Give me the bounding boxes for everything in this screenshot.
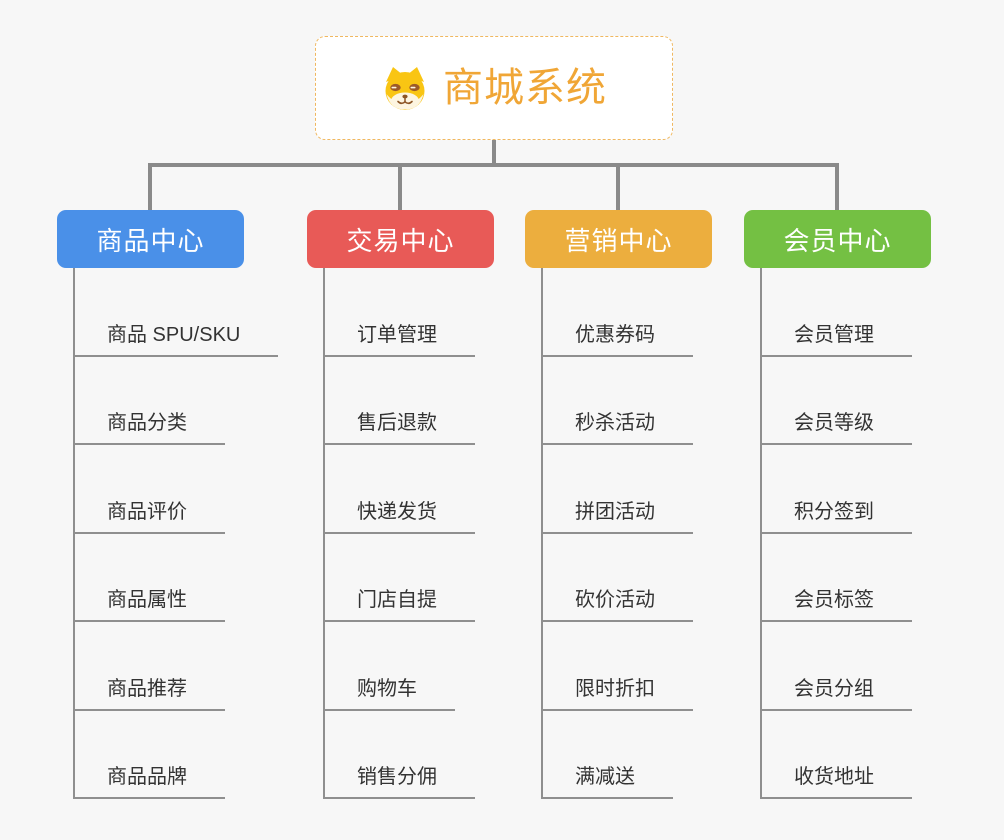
branch-spine: [541, 268, 543, 799]
branch-spine: [73, 268, 75, 799]
branch-item[interactable]: 积分签到: [760, 445, 912, 534]
branch-item[interactable]: 秒杀活动: [541, 357, 693, 445]
branch-spine: [323, 268, 325, 799]
root-title: 商城系统: [443, 66, 607, 110]
branch-item[interactable]: 销售分佣: [323, 711, 475, 799]
branch-item[interactable]: 会员标签: [760, 534, 912, 622]
branch-item[interactable]: 砍价活动: [541, 534, 693, 622]
connector-bus: [148, 163, 839, 167]
branch-item[interactable]: 订单管理: [323, 268, 475, 357]
branch-item[interactable]: 限时折扣: [541, 622, 693, 711]
branch-item[interactable]: 满减送: [541, 711, 673, 799]
branch-item[interactable]: 商品 SPU/SKU: [73, 268, 279, 357]
branch-item[interactable]: 商品属性: [73, 534, 225, 622]
branch-item[interactable]: 会员管理: [760, 268, 912, 357]
branch-item[interactable]: 售后退款: [323, 357, 475, 445]
connector-drop-member: [835, 163, 839, 210]
branch-item[interactable]: 商品评价: [73, 445, 225, 534]
branch-product-center: 商品中心 商品 SPU/SKU 商品分类 商品评价 商品属性 商品推荐 商品品牌: [57, 210, 279, 799]
branch-spine: [760, 268, 762, 799]
branch-item[interactable]: 商品推荐: [73, 622, 225, 711]
root-node-mall-system[interactable]: 商城系统: [315, 36, 673, 140]
branch-item[interactable]: 商品分类: [73, 357, 225, 445]
connector-drop-trade: [398, 163, 402, 210]
dog-face-icon: [381, 65, 429, 111]
branch-header-product-center[interactable]: 商品中心: [57, 210, 244, 268]
branch-item[interactable]: 商品品牌: [73, 711, 225, 799]
branch-item[interactable]: 门店自提: [323, 534, 475, 622]
connector-drop-marketing: [616, 163, 620, 210]
branch-member-center: 会员中心 会员管理 会员等级 积分签到 会员标签 会员分组 收货地址: [744, 210, 931, 799]
branch-marketing-center: 营销中心 优惠券码 秒杀活动 拼团活动 砍价活动 限时折扣 满减送: [525, 210, 712, 799]
branch-item[interactable]: 购物车: [323, 622, 455, 711]
branch-item[interactable]: 优惠券码: [541, 268, 693, 357]
connector-drop-product: [148, 163, 152, 210]
branch-item[interactable]: 收货地址: [760, 711, 912, 799]
branch-header-marketing-center[interactable]: 营销中心: [525, 210, 712, 268]
branch-item[interactable]: 会员分组: [760, 622, 912, 711]
branch-header-member-center[interactable]: 会员中心: [744, 210, 931, 268]
branch-trade-center: 交易中心 订单管理 售后退款 快递发货 门店自提 购物车 销售分佣: [307, 210, 494, 799]
branch-item[interactable]: 快递发货: [323, 445, 475, 534]
branch-item[interactable]: 拼团活动: [541, 445, 693, 534]
branch-header-trade-center[interactable]: 交易中心: [307, 210, 494, 268]
branch-item[interactable]: 会员等级: [760, 357, 912, 445]
connector-root-stub: [492, 140, 496, 164]
